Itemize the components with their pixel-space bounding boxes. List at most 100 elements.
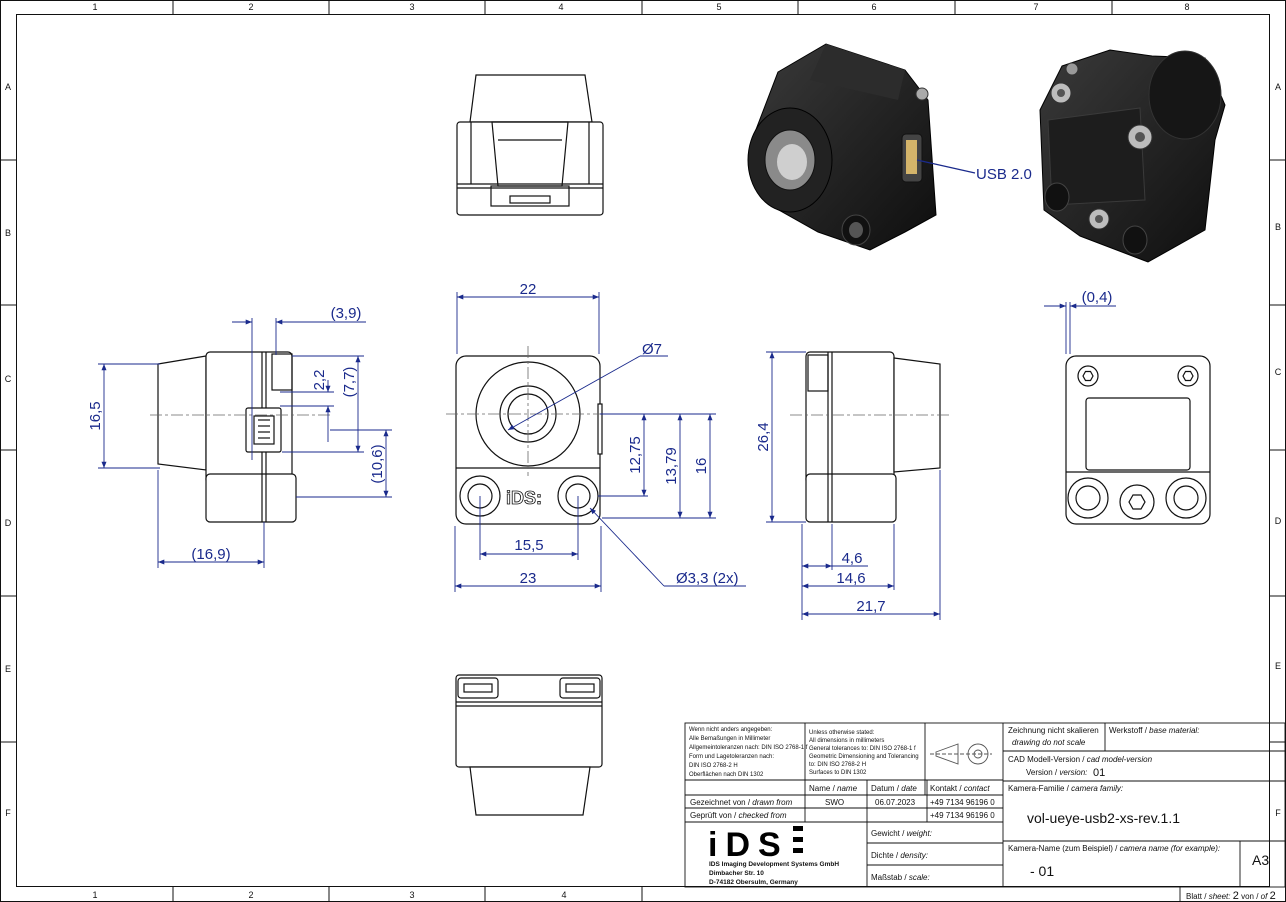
col-label: 1 [92, 890, 97, 900]
dim-15-5: 15,5 [514, 537, 543, 554]
dim-26-4: 26,4 [755, 422, 772, 451]
row-label: E [5, 664, 11, 674]
company-city: D-74182 Obersulm, Germany [709, 879, 798, 886]
density-label: Dichte / density: [871, 851, 928, 860]
row-label: D [1275, 516, 1282, 526]
scale-label: Maßstab / scale: [871, 873, 930, 882]
dim-16-9: (16,9) [191, 546, 230, 563]
top-view [456, 74, 604, 216]
col-label: 1 [92, 2, 97, 12]
right-side-view [805, 351, 941, 523]
col-label: 4 [561, 890, 566, 900]
camera-3d-front-view [747, 43, 937, 251]
note-de-line: Allgemeintoleranzen nach: DIN ISO 2768-1… [689, 745, 808, 751]
col-name-header: Name / name [809, 784, 858, 793]
paper-size: A3 [1252, 852, 1269, 868]
cad-model-label: CAD Modell-Version / cad model-version [1008, 755, 1153, 764]
dim-23: 23 [520, 570, 537, 587]
dim-0-4: (0,4) [1082, 289, 1113, 306]
version-label: Version / version: [1026, 768, 1087, 777]
drawn-contact: +49 7134 96196 0 [930, 798, 995, 807]
row-label: B [1275, 222, 1281, 232]
projection-symbol [930, 743, 992, 765]
row-label: A [1275, 82, 1281, 92]
note-en-line: All dimensions in millimeters [809, 738, 884, 744]
note-de-line: Form und Lagetoleranzen nach: [689, 754, 774, 760]
border-column-labels: 1 2 3 4 5 6 7 8 1 2 3 4 [92, 2, 1189, 900]
row-label: C [5, 374, 12, 384]
note-en-line: Surfaces to DIN 1302 [809, 770, 867, 776]
dim-16: 16 [693, 458, 710, 475]
material-label: Werkstoff / base material: [1109, 726, 1199, 735]
weight-label: Gewicht / weight: [871, 829, 932, 838]
col-date-header: Datum / date [871, 784, 917, 793]
note-en-line: General tolerances to: DIN ISO 2768-1 f [809, 746, 916, 752]
checked-contact: +49 7134 96196 0 [930, 811, 995, 820]
note-en-line: Geometric Dimensioning and Tolerancing [809, 754, 919, 760]
back-view [1065, 355, 1211, 525]
row-label: B [5, 228, 11, 238]
row-label: F [1275, 808, 1281, 818]
bottom-view [455, 674, 603, 816]
col-label: 2 [248, 890, 253, 900]
front-centerlines [446, 346, 612, 476]
border-row-labels: A B C D E F A B C D E F [5, 82, 1282, 818]
company-logo: iDS [708, 826, 789, 864]
dim-13-79: 13,79 [663, 447, 680, 485]
usb-callout: USB 2.0 [916, 159, 1032, 183]
row-label: F [5, 808, 11, 818]
drawing-note-en: drawing do not scale [1012, 738, 1086, 747]
drawn-date: 06.07.2023 [875, 798, 916, 807]
camera-name-label: Kamera-Name (zum Beispiel) / camera name… [1008, 844, 1220, 853]
col-label: 2 [248, 2, 253, 12]
dimension-lines [98, 292, 1116, 620]
col-label: 6 [871, 2, 876, 12]
left-side-view [157, 351, 297, 523]
dim-14-6: 14,6 [836, 570, 865, 587]
dim-4-6: 4,6 [842, 550, 863, 567]
dim-16-5: 16,5 [87, 401, 104, 430]
col-label: 3 [409, 2, 414, 12]
col-contact-header: Kontakt / contact [930, 784, 990, 793]
title-block-texts: Wenn nicht anders angegeben: Alle Bemaßu… [689, 726, 1276, 902]
note-de-line: Alle Bemaßungen in Millimeter [689, 736, 770, 742]
camera-family-label: Kamera-Familie / camera family: [1008, 784, 1123, 793]
col-label: 8 [1184, 2, 1189, 12]
drawing-note-de: Zeichnung nicht skalieren [1008, 726, 1099, 735]
drawn-from-label: Gezeichnet von / drawn from [690, 798, 793, 807]
col-label: 5 [716, 2, 721, 12]
camera-family-value: vol-ueye-usb2-xs-rev.1.1 [1027, 810, 1180, 826]
note-de-line: Wenn nicht anders angegeben: [689, 727, 773, 733]
note-de-line: DIN ISO 2768-2 H [689, 763, 738, 769]
note-en-line: Unless otherwise stated: [809, 730, 875, 736]
dim-2-2: 2,2 [311, 370, 328, 391]
company-name: IDS Imaging Development Systems GmbH [709, 861, 839, 868]
version-value: 01 [1093, 767, 1105, 779]
dim-3-9: (3,9) [331, 305, 362, 322]
row-label: E [1275, 661, 1281, 671]
col-label: 3 [409, 890, 414, 900]
row-label: A [5, 82, 11, 92]
col-label: 4 [558, 2, 563, 12]
front-logo: iDS: [506, 488, 542, 508]
company-street: Dimbacher Str. 10 [709, 870, 764, 877]
logo-colon-mark [793, 826, 803, 853]
dimension-texts: 22 23 15,5 12,75 13,79 16 Ø7 Ø3,3 (2x) (… [87, 281, 1112, 615]
sheet-label: Blatt / sheet: 2 von / of 2 [1186, 890, 1276, 902]
row-label: C [1275, 367, 1282, 377]
dim-12-75: 12,75 [627, 436, 644, 474]
dim-7-7: (7,7) [341, 367, 358, 398]
checked-from-label: Geprüft von / checked from [690, 811, 787, 820]
note-de-line: Oberflächen nach DIN 1302 [689, 772, 764, 778]
row-label: D [5, 518, 12, 528]
diameter-holes-label: Ø3,3 (2x) [676, 570, 739, 587]
camera-name-value: - 01 [1030, 863, 1054, 879]
col-label: 7 [1033, 2, 1038, 12]
note-en-line: to: DIN ISO 2768-2 H [809, 762, 866, 768]
drawn-name: SWO [825, 798, 844, 807]
dim-10-6: (10,6) [369, 444, 386, 483]
usb-label: USB 2.0 [976, 166, 1032, 183]
diameter-lens-label: Ø7 [642, 341, 662, 358]
camera-3d-back-view [1039, 49, 1226, 263]
